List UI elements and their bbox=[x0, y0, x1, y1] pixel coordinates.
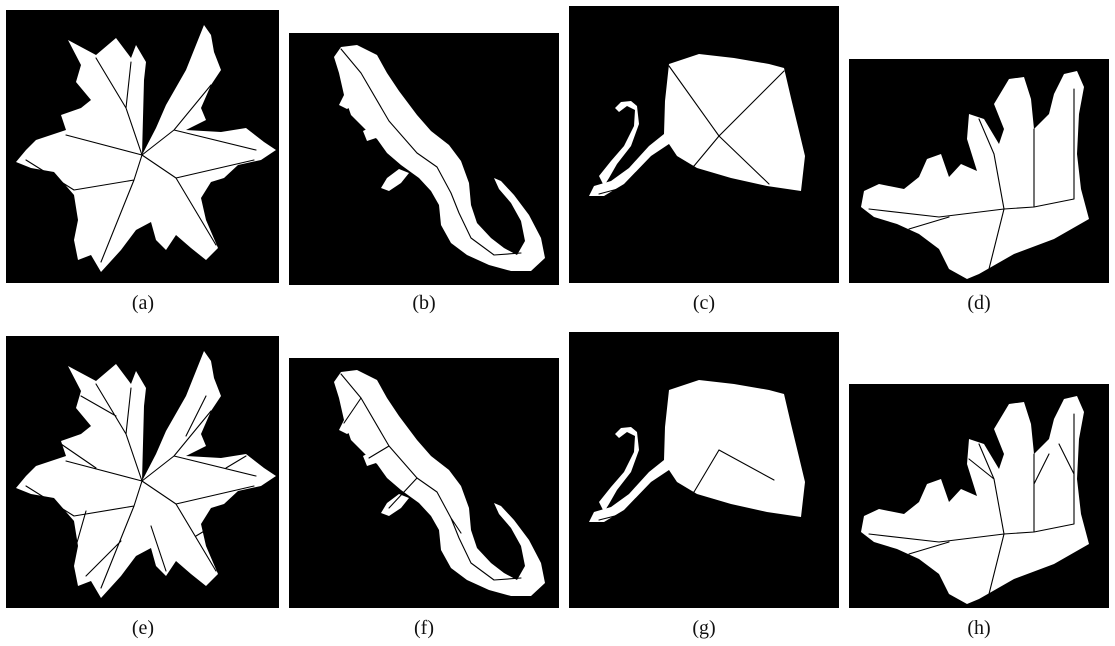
caption-g: (g) bbox=[692, 617, 716, 639]
oakleaf-silhouette-d bbox=[861, 71, 1089, 279]
lizard-silhouette-b bbox=[334, 45, 545, 271]
panel-e-leaf-skeleton bbox=[6, 336, 279, 608]
panel-b-lizard-skeleton bbox=[289, 33, 559, 285]
leaf-silhouette-a bbox=[16, 25, 276, 272]
oakleaf-silhouette-h bbox=[861, 396, 1089, 604]
stingray-silhouette-g bbox=[589, 380, 805, 522]
caption-d: (d) bbox=[967, 292, 991, 314]
caption-c: (c) bbox=[692, 292, 716, 314]
panel-g-stingray-skeleton bbox=[569, 332, 839, 608]
stingray-silhouette-c bbox=[589, 54, 805, 196]
caption-h: (h) bbox=[967, 617, 991, 639]
panel-d-oakleaf-skeleton bbox=[849, 59, 1109, 283]
panel-c-stingray-skeleton bbox=[569, 6, 839, 283]
panel-a-leaf-skeleton bbox=[6, 10, 279, 283]
caption-b: (b) bbox=[412, 292, 436, 314]
caption-f: (f) bbox=[414, 617, 434, 639]
caption-e: (e) bbox=[131, 617, 155, 639]
caption-a: (a) bbox=[131, 292, 155, 314]
leaf-silhouette-e bbox=[16, 351, 276, 598]
panel-h-oakleaf-skeleton bbox=[849, 384, 1109, 608]
lizard-silhouette-f bbox=[334, 370, 545, 596]
panel-f-lizard-skeleton bbox=[289, 358, 559, 608]
